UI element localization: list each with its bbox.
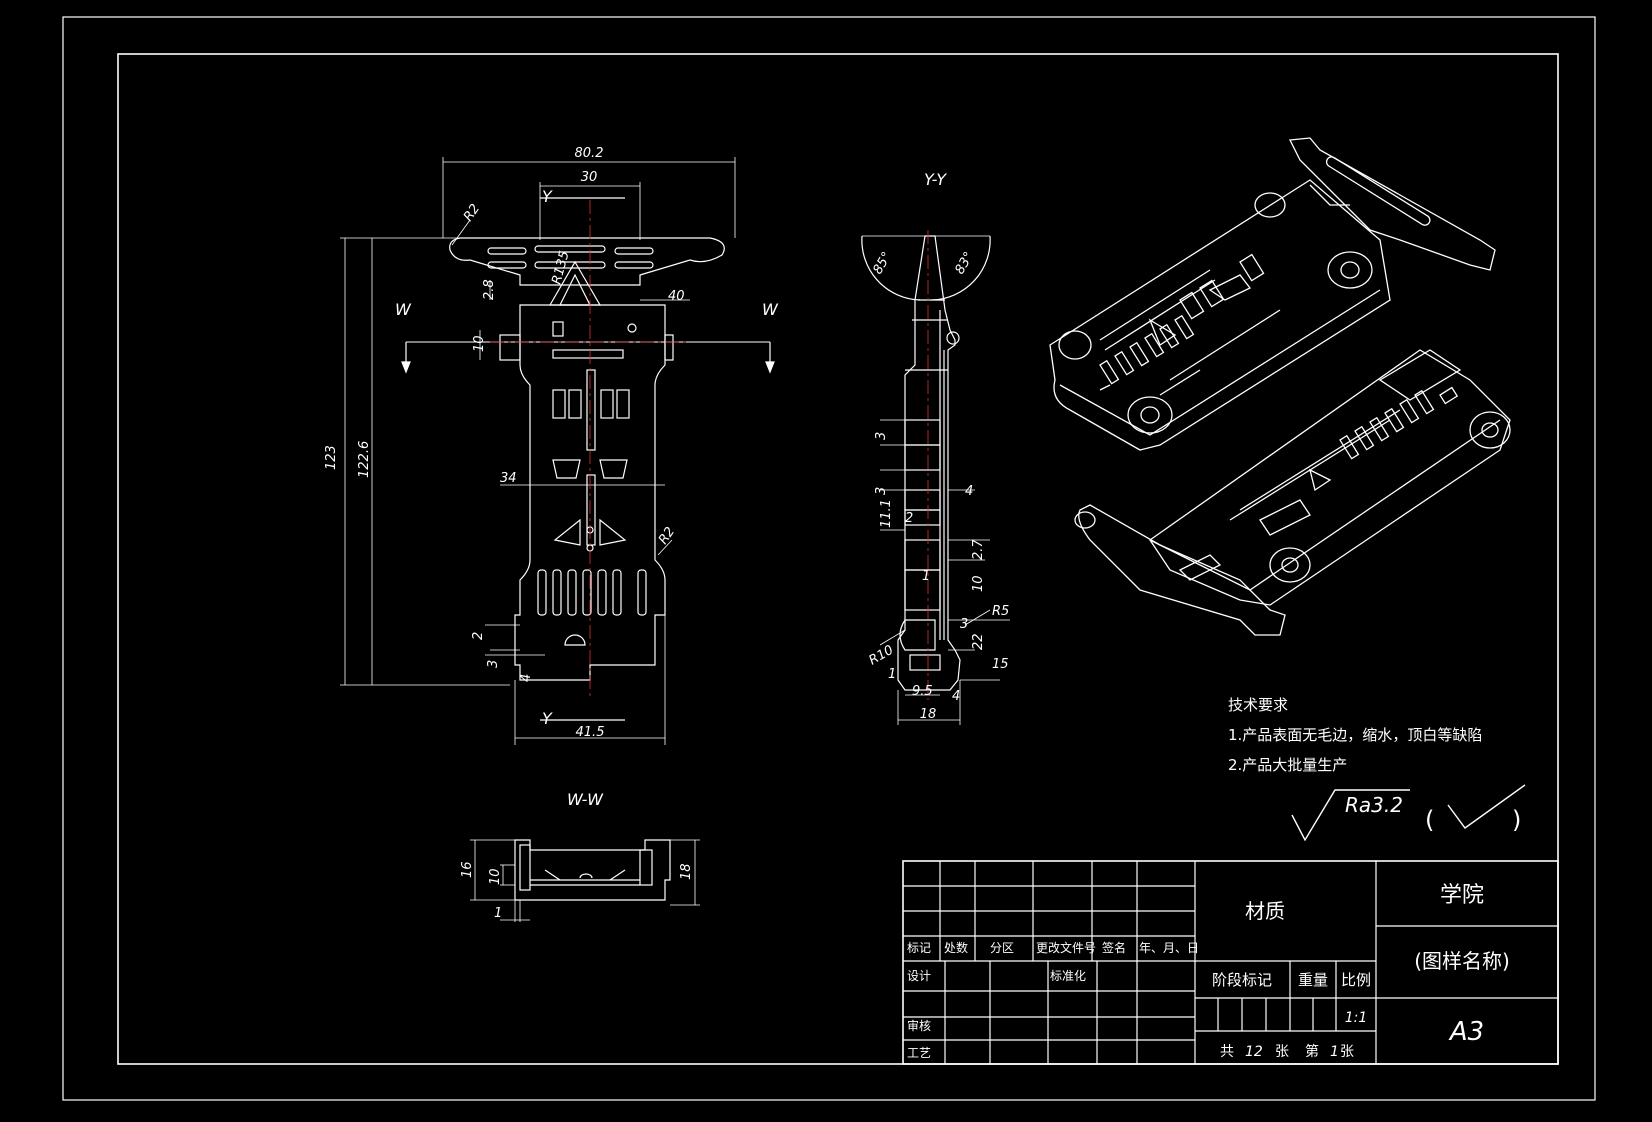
- section-w-right: W: [762, 300, 779, 319]
- dim-15: 15: [992, 657, 1009, 672]
- tb-drawing-name: (图样名称): [1414, 949, 1510, 973]
- dim-41-5: 41.5: [576, 725, 605, 740]
- tb-design: 设计: [907, 969, 931, 983]
- tech-req-item-2: 2.产品大批量生产: [1228, 756, 1347, 774]
- inner-border: [117, 53, 1559, 1065]
- dim-1: 1: [494, 906, 502, 921]
- dim-1a: 1: [922, 569, 930, 584]
- roughness-symbol: [1291, 784, 1526, 842]
- tech-req-title: 技术要求: [1228, 696, 1288, 714]
- dim-30: 30: [581, 170, 598, 185]
- section-y-title: Y-Y: [924, 170, 947, 189]
- tb-header-zone: 分区: [990, 941, 1014, 955]
- dim-122-6: 122.6: [357, 441, 372, 478]
- tb-header-date: 年、月、日: [1139, 941, 1199, 955]
- dim-16: 16: [460, 861, 475, 878]
- side-view: [861, 235, 1010, 725]
- dim-2-8: 2.8: [482, 279, 497, 300]
- tb-header-mark: 标记: [907, 941, 931, 955]
- bottom-view: [470, 839, 700, 922]
- tb-header-sign: 签名: [1102, 940, 1126, 955]
- tb-process: 工艺: [907, 1046, 931, 1060]
- roughness-paren-open: (: [1425, 806, 1434, 834]
- isometric-bottom-view: [1074, 349, 1511, 636]
- tb-weight: 重量: [1298, 971, 1328, 989]
- dim-2: 2: [905, 511, 913, 526]
- dim-18: 18: [920, 707, 937, 722]
- dim-11-1: 11.1: [879, 499, 894, 528]
- dim-9-5: 9.5: [912, 684, 933, 699]
- tb-header-change-doc: 更改文件号: [1036, 940, 1096, 955]
- tb-header-count: 处数: [944, 940, 968, 955]
- dim-22: 22: [971, 633, 986, 650]
- tb-size: A3: [1448, 1017, 1484, 1047]
- dim-10: 10: [971, 575, 986, 592]
- dim-3c: 3: [960, 617, 968, 632]
- tech-req-item-1: 1.产品表面无毛边，缩水，顶白等缺陷: [1228, 726, 1482, 744]
- dim-2-7: 2.7: [971, 539, 986, 560]
- tb-stage-mark: 阶段标记: [1212, 971, 1272, 989]
- tb-sheet-unit1: 张: [1275, 1044, 1289, 1060]
- tb-sheet-total: 12: [1245, 1044, 1263, 1060]
- roughness-paren-close: ): [1512, 806, 1521, 834]
- tb-material: 材质: [1245, 899, 1285, 923]
- tb-sheet-total-label: 共: [1220, 1044, 1234, 1060]
- dim-34: 34: [500, 471, 517, 486]
- section-y-top: Y: [542, 187, 553, 206]
- dim-4: 4: [519, 674, 534, 682]
- section-y-bottom: Y: [542, 709, 553, 728]
- tb-sheet-nth: 1: [1330, 1044, 1339, 1060]
- tb-college: 学院: [1440, 883, 1484, 908]
- dim-3a: 3: [874, 432, 889, 440]
- dim-4b: 4: [952, 689, 960, 704]
- tb-scale-label: 比例: [1341, 971, 1371, 989]
- dim-1b: 1: [888, 667, 896, 682]
- dim-3b: 3: [874, 487, 889, 495]
- dim-4a: 4: [965, 484, 973, 499]
- tb-standardization: 标准化: [1050, 969, 1086, 983]
- dim-10: 10: [488, 868, 503, 885]
- roughness-value: Ra3.2: [1345, 793, 1403, 817]
- dim-40: 40: [668, 289, 685, 304]
- title-block: [902, 860, 1559, 1065]
- dim-18: 18: [679, 863, 694, 880]
- dim-2: 2: [471, 632, 486, 640]
- outer-border: [62, 16, 1596, 1101]
- dim-80-2: 80.2: [575, 146, 604, 161]
- section-w-left: W: [395, 300, 412, 319]
- front-view: [340, 157, 775, 745]
- tb-sheet-unit2: 张: [1340, 1044, 1354, 1060]
- tb-review: 审核: [907, 1018, 931, 1033]
- section-w-title: W-W: [567, 790, 604, 809]
- dim-123: 123: [324, 445, 339, 470]
- isometric-top-view: [1049, 137, 1496, 451]
- dim-3: 3: [486, 660, 501, 668]
- dim-10: 10: [472, 335, 487, 352]
- dim-r5: R5: [992, 604, 1009, 619]
- tb-sheet-nth-label: 第: [1305, 1043, 1319, 1060]
- tb-scale-value: 1:1: [1345, 1010, 1368, 1026]
